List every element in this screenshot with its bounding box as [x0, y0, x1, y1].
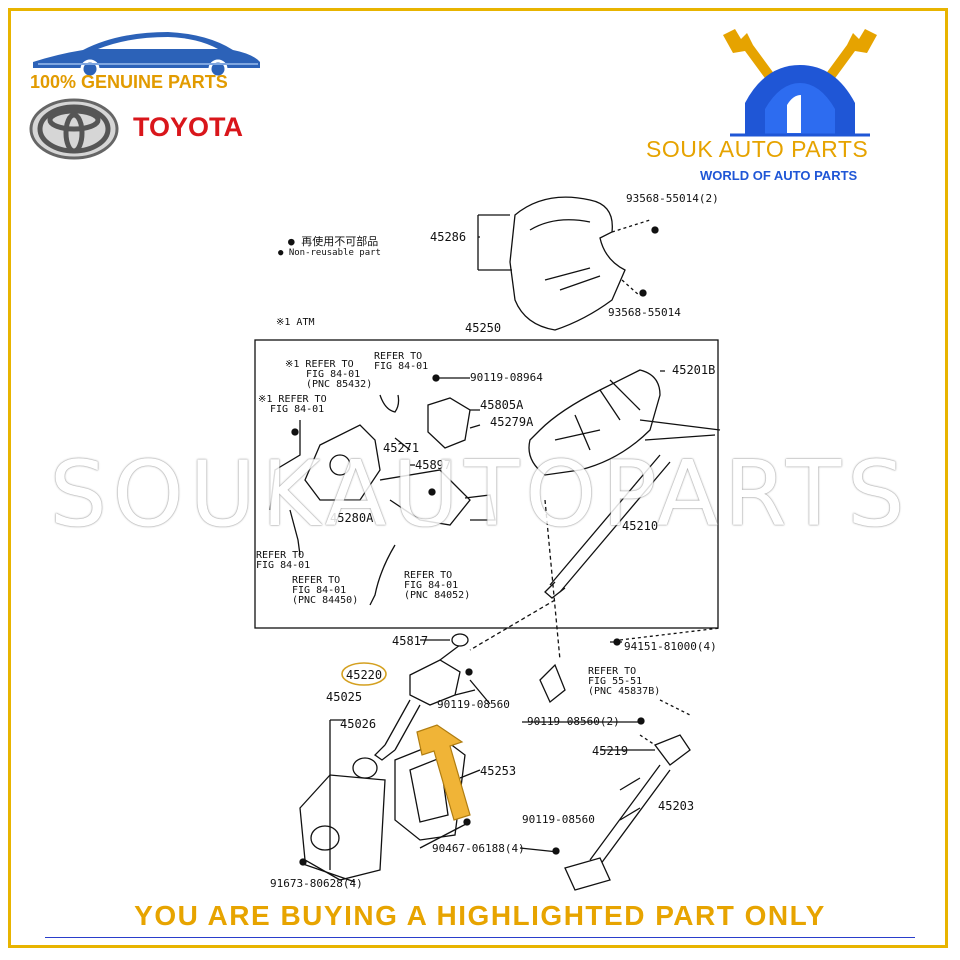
intermediate-shaft-45203	[589, 764, 671, 866]
main-shaft-shape	[549, 454, 671, 593]
toyota-brand-label: TOYOTA	[133, 112, 244, 142]
part-94151: 94151-81000(4)	[624, 640, 717, 653]
column-cover-shape	[509, 196, 626, 331]
part-93568-2: 93568-55014(2)	[626, 192, 719, 205]
ref-4-line1: REFER TO	[256, 550, 304, 561]
ref-7-line2: FIG 55-51	[588, 676, 642, 687]
yellow-frame	[8, 8, 948, 948]
car-silhouette-icon	[33, 32, 260, 78]
ref-6-line1: REFER TO	[404, 570, 452, 581]
part-45279A: 45279A	[490, 415, 534, 429]
column-assembly-shape	[528, 369, 661, 476]
part-45280A: 45280A	[330, 511, 374, 525]
part-90119-08560-2: 90119-08560(2)	[527, 715, 620, 728]
ref-1-line2: FIG 84-01	[306, 369, 360, 380]
shop-name-label: SOUK AUTO PARTS	[646, 136, 869, 162]
genuine-parts-label: 100% GENUINE PARTS	[30, 72, 228, 92]
part-45219: 45219	[592, 744, 628, 758]
highlight-ring	[341, 662, 387, 686]
ref-6-line2: FIG 84-01	[404, 580, 458, 591]
ref-5-line1: REFER TO	[292, 575, 340, 586]
ref-3-line2: FIG 84-01	[270, 404, 324, 415]
part-45201B: 45201B	[672, 363, 715, 377]
part-93568: 93568-55014	[608, 306, 681, 319]
part-45220: 45220	[346, 668, 382, 682]
part-45897: 45897	[415, 458, 451, 472]
highlight-arrow-icon	[416, 724, 471, 821]
part-90467: 90467-06188(4)	[432, 842, 525, 855]
ref-6-line3: (PNC 84052)	[404, 590, 470, 601]
shaft-45220-shape	[384, 699, 421, 751]
ref-1-line1: ※1 REFER TO	[285, 359, 354, 370]
ref-2-line1: REFER TO	[374, 351, 422, 362]
ref-5-line3: (PNC 84450)	[292, 595, 358, 606]
part-90119-08560-a: 90119-08560	[437, 698, 510, 711]
wrench-icon	[723, 29, 877, 81]
part-45817: 45817	[392, 634, 428, 648]
ref-1-line3: (PNC 85432)	[306, 379, 372, 390]
part-45805A: 45805A	[480, 398, 524, 412]
ignition-switch-shape	[304, 424, 381, 501]
part-45253: 45253	[480, 764, 516, 778]
watermark: SOUKAUTOPARTS	[49, 442, 911, 547]
ref-3-line1: ※1 REFER TO	[258, 394, 327, 405]
shop-tagline-label: WORLD OF AUTO PARTS	[700, 168, 858, 183]
part-45203: 45203	[658, 799, 694, 813]
part-45025: 45025	[326, 690, 362, 704]
boot-45025-shape	[299, 774, 386, 881]
part-45286: 45286	[430, 230, 466, 244]
footer-notice: YOU ARE BUYING A HIGHLIGHTED PART ONLY	[134, 900, 826, 931]
legend-japanese: ● 再使用不可部品	[288, 234, 378, 248]
part-45250: 45250	[465, 321, 501, 335]
ref-7-line1: REFER TO	[588, 666, 636, 677]
ref-5-line2: FIG 84-01	[292, 585, 346, 596]
part-90119-08560-b: 90119-08560	[522, 813, 595, 826]
part-45026: 45026	[340, 717, 376, 731]
part-45271: 45271	[383, 441, 419, 455]
part-45210: 45210	[622, 519, 658, 533]
toyota-emblem-icon	[29, 98, 119, 160]
shop-logo-icon	[723, 29, 877, 137]
ref-2-line2: FIG 84-01	[374, 361, 428, 372]
legend-atm-note: ※1 ATM	[276, 317, 314, 328]
footer-divider	[45, 937, 915, 938]
part-90119-08964: 90119-08964	[470, 371, 543, 384]
ref-4-line2: FIG 84-01	[256, 560, 310, 571]
legend-nonreusable: ● Non-reusable part	[278, 248, 381, 258]
assembly-box	[254, 339, 719, 629]
part-91673: 91673-80628(4)	[270, 877, 363, 890]
ref-7-line3: (PNC 45837B)	[588, 686, 660, 697]
